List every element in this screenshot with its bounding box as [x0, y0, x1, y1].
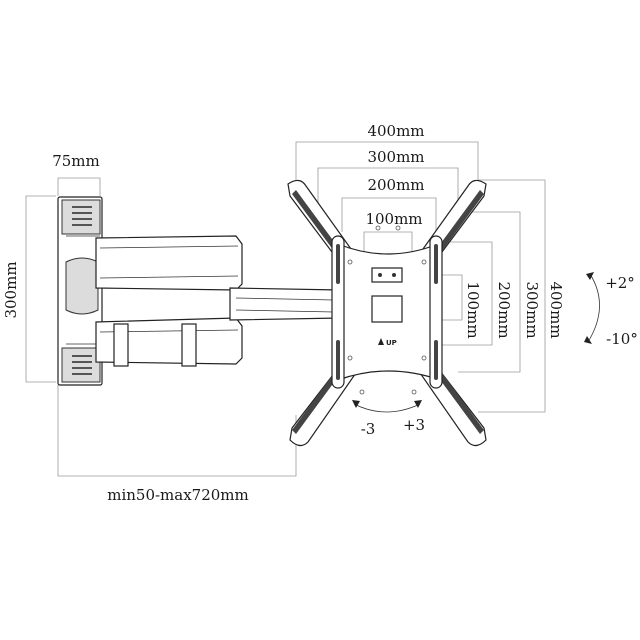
label-h-300: 300mm: [367, 148, 424, 166]
label-v-400: 400mm: [547, 281, 565, 338]
label-wall-height: 300mm: [2, 261, 20, 318]
label-swivel-right: +3: [403, 416, 425, 434]
label-h-100: 100mm: [365, 210, 422, 228]
label-h-400: 400mm: [367, 122, 424, 140]
swivel-left-arrow-icon: [352, 400, 360, 408]
dim-line-extension: [57, 385, 297, 477]
label-tilt-up: +2°: [605, 274, 635, 292]
wall-plate-pivot: [65, 257, 99, 315]
dim-line-h-400: [295, 141, 479, 195]
swivel-indicator: -3 +3: [352, 400, 425, 438]
dim-line-wall-width: [57, 177, 101, 196]
dim-line-v-100: [430, 274, 463, 321]
label-h-200: 200mm: [367, 176, 424, 194]
dimension-lines: [25, 141, 546, 477]
dim-line-v-400: [478, 179, 546, 413]
wall-plate: [57, 196, 103, 386]
upper-arm: [95, 235, 243, 291]
tilt-indicator: +2° -10°: [584, 272, 638, 348]
label-wall-width: 75mm: [52, 152, 100, 170]
vesa-left-rail: [331, 235, 345, 389]
up-arrow-icon: [378, 338, 384, 345]
vesa-right-rail: [429, 235, 443, 389]
dim-line-v-300: [458, 211, 521, 373]
dimension-labels: 400mm 300mm 200mm 100mm 100mm 200mm 300m…: [2, 122, 565, 504]
dim-line-v-200: [435, 241, 493, 346]
dim-line-h-100: [363, 231, 413, 258]
up-marker-label: UP: [386, 339, 397, 347]
label-v-200: 200mm: [495, 281, 513, 338]
label-v-300: 300mm: [523, 281, 541, 338]
clip-left: [113, 323, 129, 367]
tilt-up-arrow-icon: [586, 272, 594, 280]
label-extension: min50-max720mm: [107, 486, 249, 504]
tilt-down-arrow-icon: [584, 336, 592, 344]
dim-line-h-300: [317, 167, 459, 215]
center-arm: [229, 287, 341, 321]
swivel-right-arrow-icon: [414, 400, 422, 408]
swivel-arc: [353, 403, 421, 413]
wall-plate-top-bracket: [61, 199, 101, 235]
dim-line-wall-height: [25, 195, 56, 383]
vesa-plate: UP: [287, 179, 487, 447]
dim-line-h-200: [341, 197, 437, 232]
label-swivel-left: -3: [361, 420, 376, 438]
vesa-lock-cutout: [371, 267, 403, 283]
label-v-100: 100mm: [464, 281, 482, 338]
label-tilt-down: -10°: [606, 330, 638, 348]
vesa-window: [371, 295, 403, 323]
articulating-arms: [95, 235, 341, 367]
tilt-arc: [587, 273, 600, 343]
wall-plate-bottom-bracket: [61, 347, 101, 383]
clip-right: [181, 323, 197, 367]
